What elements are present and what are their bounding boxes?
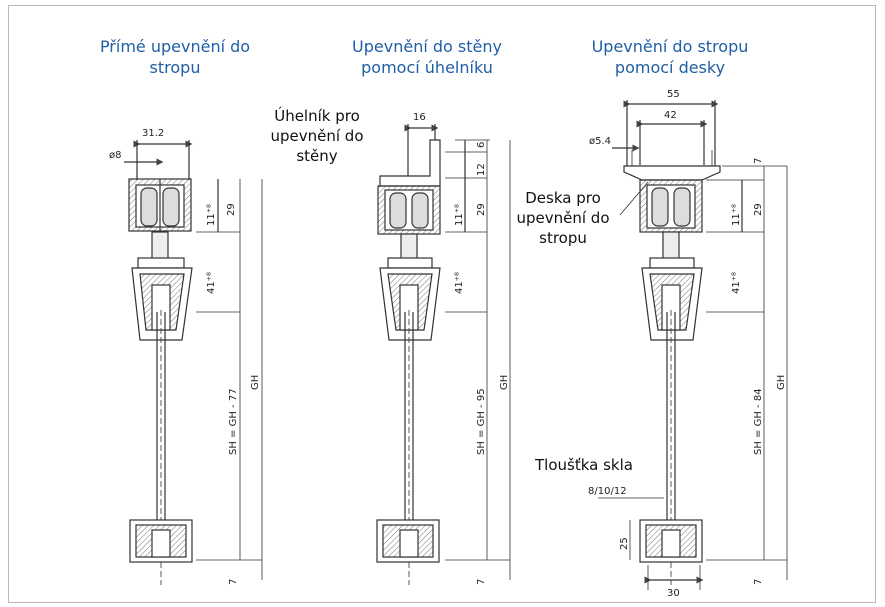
dim-col3-bottom-width: 30 (667, 588, 680, 599)
dim-col1-7: 7 (228, 579, 239, 585)
drawing-ceiling-plate-mount (598, 100, 788, 590)
dim-col2-12: 12 (476, 163, 487, 176)
dim-col2-11: 11⁺⁸ (454, 204, 465, 226)
dim-col1-29: 29 (226, 203, 237, 216)
dim-col3-glass: 8/10/12 (588, 486, 627, 497)
callout-mount-plate: Deska pro upevnění do stropu (516, 189, 610, 247)
dim-col3-25: 25 (619, 537, 630, 550)
dim-col3-outer-width: 55 (667, 89, 680, 100)
dim-col1-41: 41⁺⁸ (206, 272, 217, 294)
callout-glass-thickness: Tloušťka skla (535, 456, 633, 474)
dim-col2-6: 6 (476, 142, 487, 148)
dim-col1-sh: SH = GH - 77 (228, 388, 239, 455)
dim-col3-gh: GH (776, 375, 787, 390)
dim-col1-11: 11⁺⁸ (206, 204, 217, 226)
dim-col3-inner-width: 42 (664, 110, 677, 121)
dim-col3-29: 29 (753, 203, 764, 216)
drawing-wall-bracket-mount (376, 124, 511, 585)
dim-col3-7-top: 7 (753, 158, 764, 164)
title-wall-bracket-mount: Upevnění do stěny pomocí úhelníku (352, 37, 502, 77)
dim-col3-sh: SH = GH - 84 (753, 388, 764, 455)
callout-angle-bracket: Úhelník pro upevnění do stěny (270, 107, 364, 165)
title-direct-ceiling-mount: Přímé upevnění do stropu (99, 37, 251, 77)
dim-col2-sh: SH = GH - 95 (476, 388, 487, 455)
dim-col3-hole: ø5.4 (589, 136, 611, 147)
dim-col2-gh: GH (499, 375, 510, 390)
dim-col2-29: 29 (476, 203, 487, 216)
drawing-direct-ceiling-mount (124, 140, 263, 585)
title-ceiling-plate-mount: Upevnění do stropu pomocí desky (591, 37, 749, 77)
dim-col1-width: 31.2 (142, 128, 164, 139)
dim-col1-gh: GH (250, 375, 261, 390)
dim-col1-hole: ø8 (109, 150, 121, 161)
dim-col2-7: 7 (476, 579, 487, 585)
dim-col2-width: 16 (413, 112, 426, 123)
dim-col2-41: 41⁺⁸ (454, 272, 465, 294)
dim-col3-41: 41⁺⁸ (731, 272, 742, 294)
dim-col3-11: 11⁺⁸ (731, 204, 742, 226)
dim-col3-7: 7 (753, 579, 764, 585)
